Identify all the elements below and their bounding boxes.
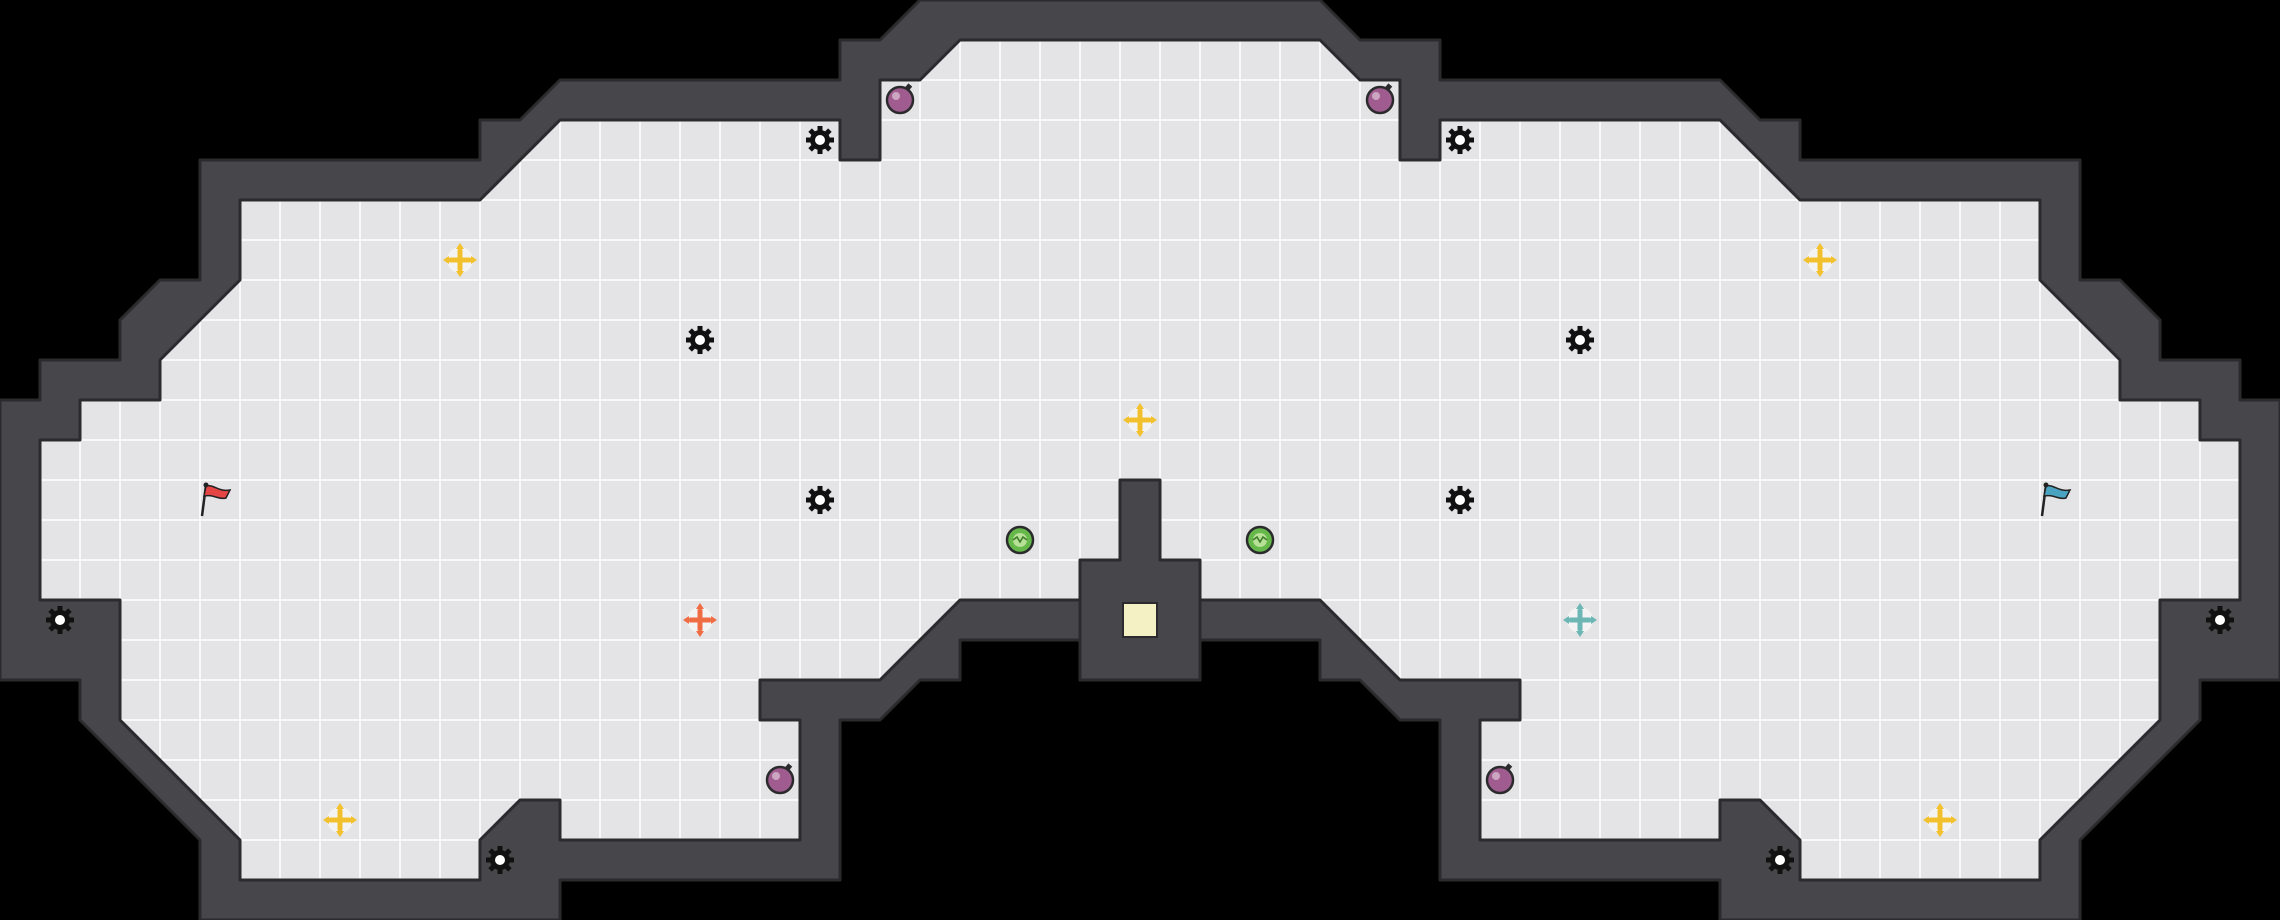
mine-icon bbox=[1566, 326, 1594, 354]
mine-icon bbox=[1446, 126, 1474, 154]
bomb-icon bbox=[885, 83, 915, 115]
mine-icon bbox=[1446, 486, 1474, 514]
boost-icon bbox=[323, 803, 357, 837]
boost-icon bbox=[443, 243, 477, 277]
floor-edge bbox=[38, 38, 2242, 882]
floor-area bbox=[40, 40, 2240, 880]
mine-icon bbox=[1766, 846, 1794, 874]
red-flag-icon bbox=[200, 482, 232, 517]
mine-icon bbox=[486, 846, 514, 874]
mine-icon bbox=[46, 606, 74, 634]
powerup-icon bbox=[1005, 525, 1035, 555]
boost-icon bbox=[1803, 243, 1837, 277]
mine-icon bbox=[686, 326, 714, 354]
powerup-icon bbox=[1245, 525, 1275, 555]
bomb-icon bbox=[1365, 83, 1395, 115]
bomb-icon bbox=[1485, 763, 1515, 795]
blue-flag-icon bbox=[2040, 482, 2072, 517]
blue-boost-icon bbox=[1563, 603, 1597, 637]
cap-point-icon bbox=[1122, 602, 1158, 638]
boost-icon bbox=[1123, 403, 1157, 437]
red-boost-icon bbox=[683, 603, 717, 637]
mine-icon bbox=[2206, 606, 2234, 634]
mine-icon bbox=[806, 126, 834, 154]
boost-icon bbox=[1923, 803, 1957, 837]
mine-icon bbox=[806, 486, 834, 514]
bomb-icon bbox=[765, 763, 795, 795]
